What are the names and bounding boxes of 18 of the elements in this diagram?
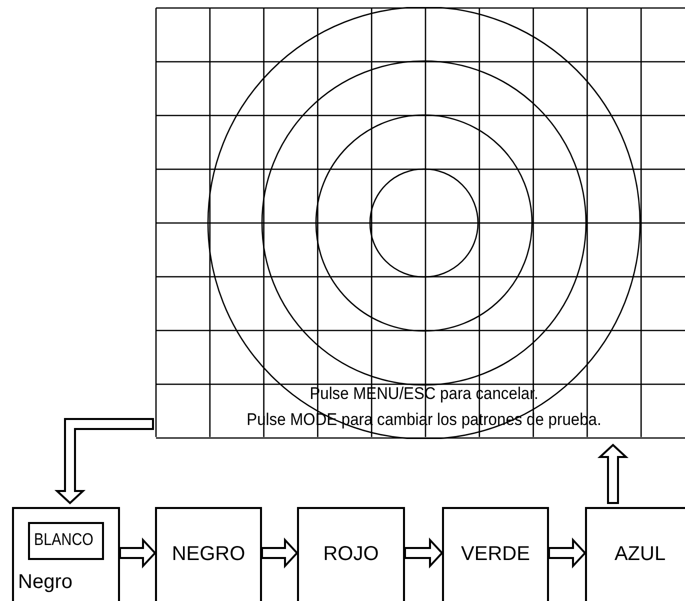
mode-label: ROJO xyxy=(322,543,380,566)
mode-box xyxy=(585,507,685,601)
mode-label: VERDE xyxy=(460,543,531,566)
mode-label: Negro xyxy=(18,571,72,594)
mode-label: AZUL xyxy=(613,543,667,566)
block-arrow xyxy=(54,418,154,504)
block-arrow xyxy=(404,537,444,569)
mode-box xyxy=(442,507,549,601)
block-arrow xyxy=(597,444,629,504)
mode-box xyxy=(12,507,120,601)
block-arrow xyxy=(548,537,586,569)
block-arrow xyxy=(119,537,156,569)
mode-label: BLANCO xyxy=(34,530,94,550)
block-arrow xyxy=(261,537,298,569)
mode-box xyxy=(155,507,262,601)
mode-box xyxy=(297,507,405,601)
mode-box xyxy=(28,522,104,560)
mode-label: NEGRO xyxy=(170,543,246,566)
